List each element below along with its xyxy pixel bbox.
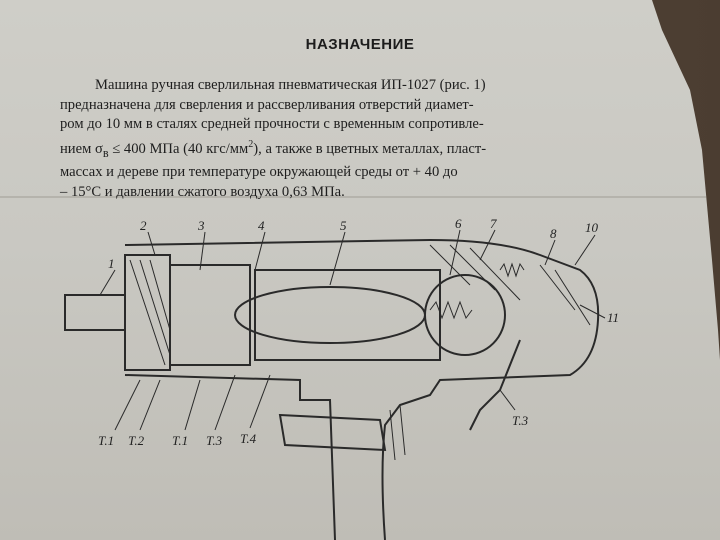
- paragraph-line: Машина ручная сверлильная пневматическая…: [95, 77, 486, 93]
- callout-t3-left: Т.3: [206, 433, 223, 448]
- valve-assembly: [424, 274, 506, 356]
- callout-1: 1: [108, 256, 115, 271]
- leader-6: [449, 229, 461, 276]
- callout-t1-mid: Т.1: [172, 433, 188, 448]
- spring: [429, 300, 473, 320]
- leader-10: [574, 234, 596, 266]
- trigger-lever: [278, 413, 387, 452]
- callout-4: 4: [258, 218, 265, 233]
- hatching: [129, 244, 591, 461]
- callout-6: 6: [455, 216, 462, 231]
- callout-10: 10: [585, 220, 599, 235]
- sigma-symbol: нием σ: [60, 140, 103, 157]
- paragraph-line: предназначена для сверления и рассверлив…: [60, 96, 474, 113]
- leader-3: [199, 231, 206, 271]
- leader-1: [99, 269, 116, 296]
- callout-8: 8: [550, 226, 557, 241]
- gear-block: [169, 264, 251, 366]
- housing-bottom: [124, 374, 336, 540]
- paragraph-line: ром до 10 мм в сталях средней прочности …: [60, 116, 484, 133]
- section-heading: НАЗНАЧЕНИЕ: [305, 36, 415, 53]
- leader-11: [579, 304, 606, 319]
- stress-value: ≤ 400 МПа (40 кгс/мм: [108, 140, 249, 157]
- callout-7: 7: [490, 216, 497, 231]
- leader-5: [329, 231, 346, 286]
- leader-8: [544, 239, 556, 266]
- callout-t3-right: Т.3: [512, 413, 529, 428]
- leader-2: [147, 231, 156, 256]
- rotor: [234, 286, 426, 344]
- sigma-subscript: в: [102, 145, 109, 160]
- air-channel: [469, 339, 521, 431]
- leader-7: [479, 229, 496, 261]
- leader-t1a: [114, 379, 141, 431]
- unit-exponent: 2: [248, 138, 254, 150]
- housing-outline: [124, 238, 600, 540]
- leader-t1b: [184, 379, 201, 431]
- small-spring: [499, 262, 525, 278]
- callout-5: 5: [340, 218, 347, 233]
- callout-t4: Т.4: [240, 431, 257, 446]
- paragraph-line: нием σв ≤ 400 МПа (40 кгс/мм2), а также …: [60, 135, 700, 163]
- rotor-housing: [254, 269, 441, 361]
- leader-t4: [249, 374, 271, 429]
- callout-t2: Т.2: [128, 433, 145, 448]
- leader-t3b: [499, 389, 516, 411]
- paper-fold: [0, 196, 720, 198]
- chuck-spindle: [64, 294, 126, 331]
- callout-t1-left: Т.1: [98, 433, 114, 448]
- purpose-paragraph: Машина ручная сверлильная пневматическая…: [60, 76, 700, 202]
- paragraph-line: – 15°С и давлении сжатого воздуха 0,63 М…: [60, 183, 345, 200]
- drill-cross-section-diagram: 1 2 3 4 5 6 7 8 10 11 Т.1 Т.2 Т.1 Т.3 Т.…: [64, 216, 619, 540]
- callout-2: 2: [140, 218, 147, 233]
- line-tail: ), а также в цветных металлах, пласт-: [253, 140, 487, 157]
- paragraph-line: массах и дереве при температуре окружающ…: [60, 164, 458, 181]
- callout-11: 11: [607, 310, 619, 325]
- callout-3: 3: [197, 218, 205, 233]
- leader-t3a: [214, 374, 236, 431]
- leader-4: [254, 231, 266, 271]
- leader-t2: [139, 379, 161, 431]
